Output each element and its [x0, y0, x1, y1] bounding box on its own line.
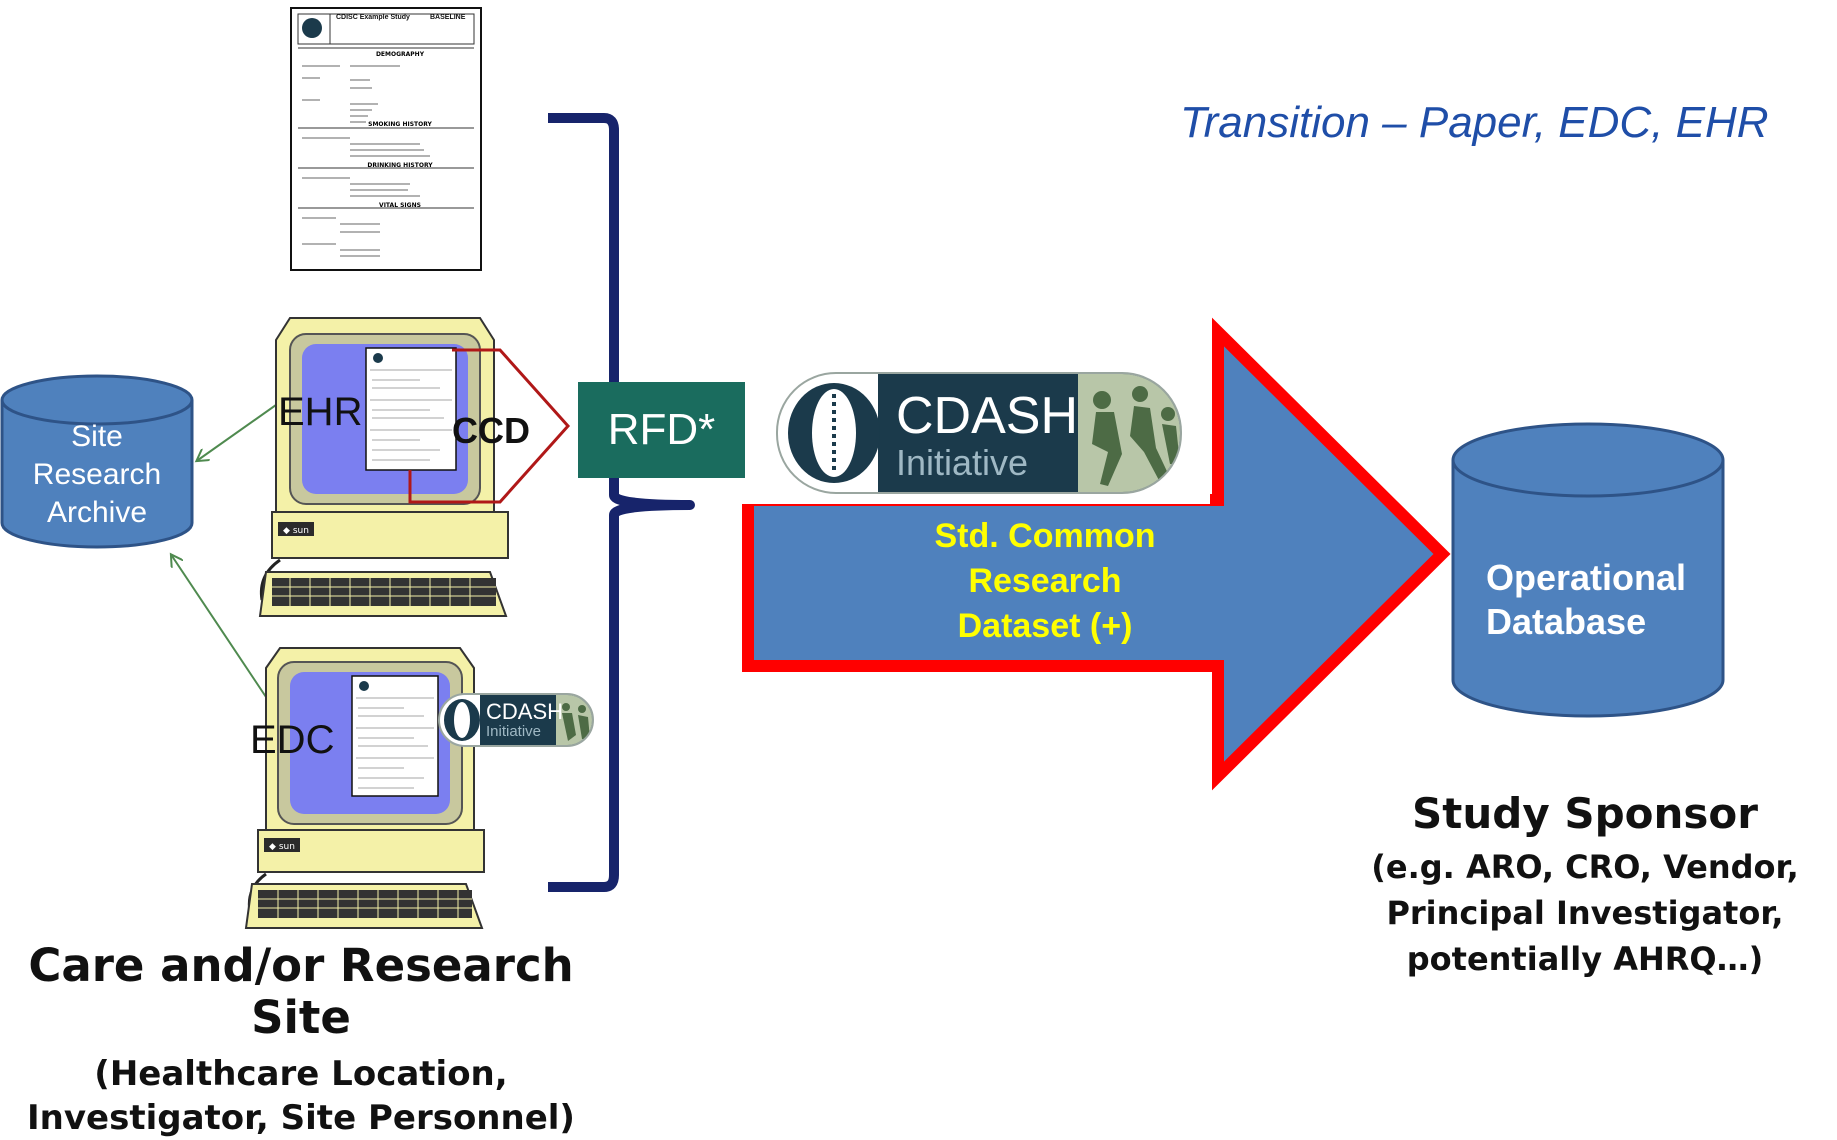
cdash-small-mark-icon: [444, 695, 592, 745]
cdash-small-line2: Initiative: [486, 723, 542, 740]
crf-baseline-label: BASELINE: [430, 14, 466, 21]
site-caption-sub: (Healthcare Location, Investigator, Site…: [27, 1054, 575, 1138]
sponsor-caption: Study Sponsor (e.g. ARO, CRO, Vendor, Pr…: [1355, 788, 1815, 982]
sponsor-caption-sub: (e.g. ARO, CRO, Vendor, Principal Invest…: [1371, 848, 1799, 978]
ehr-label: EHR: [278, 390, 363, 434]
crf-section-demography: DEMOGRAPHY: [376, 51, 425, 58]
paper-crf-form: DEMOGRAPHY SMOKING HISTORY DRINKING HIST…: [290, 7, 482, 271]
crf-section-smoking: SMOKING HISTORY: [368, 121, 432, 128]
cdash-logo-line2: Initiative: [896, 442, 1029, 483]
edc-to-archive-arrow: [172, 556, 269, 701]
cdash-logo-small: CDASH Initiative: [438, 693, 594, 747]
rfd-box: RFD*: [578, 382, 745, 478]
cdash-logo-mark-icon: [788, 374, 1180, 492]
operational-database-label: Operational Database: [1486, 557, 1687, 642]
sponsor-caption-main: Study Sponsor: [1412, 789, 1758, 838]
ccd-label: CCD: [452, 410, 530, 451]
cdash-small-line1: CDASH: [486, 699, 564, 724]
site-research-archive-cylinder: [0, 374, 194, 549]
data-flow-arrow: [742, 317, 1451, 791]
site-caption: Care and/or Research Site (Healthcare Lo…: [0, 940, 602, 1140]
edc-computer: ◆ sun: [244, 647, 485, 929]
cdash-logo-large: CDASH Initiative: [776, 372, 1182, 494]
crf-section-vitals: VITAL SIGNS: [379, 202, 421, 209]
crf-section-drinking: DRINKING HISTORY: [367, 162, 433, 169]
diagram-stage: DEMOGRAPHY SMOKING HISTORY DRINKING HIST…: [0, 7, 1815, 1138]
crf-header-label: CDISC Example Study: [336, 14, 410, 21]
site-research-archive-label: Site Research Archive: [32, 420, 162, 529]
svg-text:◆ sun: ◆ sun: [283, 526, 309, 536]
diagram-title: Transition – Paper, EDC, EHR: [1180, 98, 1769, 147]
operational-database-cylinder: [1451, 422, 1725, 718]
svg-text:◆ sun: ◆ sun: [269, 842, 295, 852]
site-caption-main: Care and/or Research Site: [28, 939, 574, 1044]
edc-label: EDC: [250, 718, 335, 762]
ehr-computer: ◆ sun: [258, 317, 571, 617]
cdash-logo-line1: CDASH: [896, 387, 1079, 445]
grouping-bracket: [548, 113, 695, 892]
arrow-label: Std. Common Research Dataset (+): [934, 517, 1156, 645]
